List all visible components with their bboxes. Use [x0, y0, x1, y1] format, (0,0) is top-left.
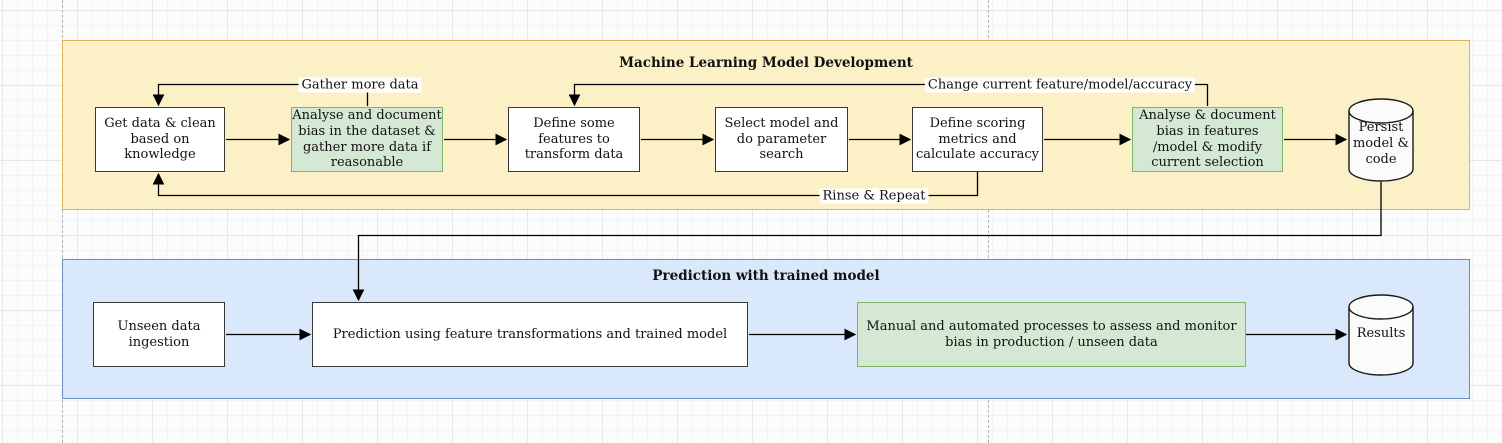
node-results-label: Results — [1356, 326, 1406, 341]
node-analyse-features-bias[interactable]: Analyse & document bias in features /mod… — [1132, 107, 1283, 172]
node-get-data[interactable]: Get data & clean based on knowledge — [95, 107, 225, 172]
node-get-data-label: Get data & clean based on knowledge — [104, 115, 216, 163]
node-persist-model-label: Persist model & code — [1352, 120, 1410, 167]
edge-label-gather-more-data[interactable]: Gather more data — [298, 77, 422, 93]
node-analyse-dataset-label: Analyse and document bias in the dataset… — [292, 107, 442, 171]
prediction-container[interactable]: Prediction with trained model — [62, 259, 1470, 399]
node-prediction-label: Prediction using feature transformations… — [332, 326, 728, 342]
node-analyse-dataset-bias[interactable]: Analyse and document bias in the dataset… — [291, 107, 443, 172]
node-define-features[interactable]: Define some features to transform data — [508, 107, 640, 172]
node-results-cylinder[interactable]: Results — [1348, 294, 1414, 376]
prediction-container-title: Prediction with trained model — [652, 268, 880, 284]
edge-label-change-current[interactable]: Change current feature/model/accuracy — [924, 77, 1196, 93]
page-boundary-divider-left — [62, 0, 63, 443]
node-monitor-bias[interactable]: Manual and automated processes to assess… — [857, 302, 1246, 367]
node-select-model[interactable]: Select model and do parameter search — [715, 107, 848, 172]
database-cylinder-icon — [1348, 98, 1414, 182]
node-persist-model-cylinder[interactable]: Persist model & code — [1348, 98, 1414, 182]
node-select-model-label: Select model and do parameter search — [724, 115, 839, 163]
edge-label-rinse-repeat[interactable]: Rinse & Repeat — [819, 188, 929, 204]
node-analyse-features-label: Analyse & document bias in features /mod… — [1139, 107, 1276, 171]
ml-container-title: Machine Learning Model Development — [619, 55, 913, 71]
node-define-scoring[interactable]: Define scoring metrics and calculate acc… — [912, 107, 1043, 172]
node-define-features-label: Define some features to transform data — [524, 115, 624, 163]
node-prediction[interactable]: Prediction using feature transformations… — [312, 302, 748, 367]
node-define-scoring-label: Define scoring metrics and calculate acc… — [915, 115, 1040, 163]
node-unseen-data-label: Unseen data ingestion — [117, 318, 201, 350]
node-unseen-data[interactable]: Unseen data ingestion — [93, 302, 225, 367]
node-monitor-bias-label: Manual and automated processes to assess… — [866, 318, 1237, 350]
